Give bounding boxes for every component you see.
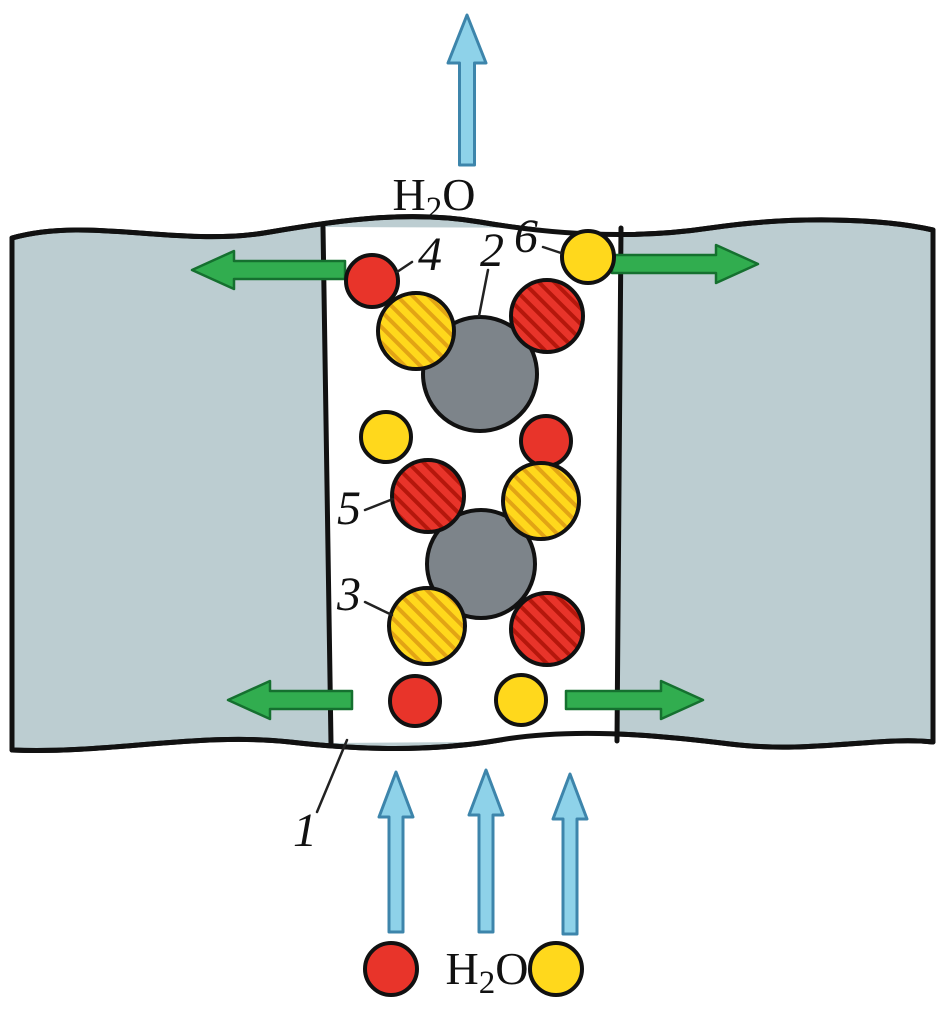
leader-line-3	[363, 600, 394, 617]
hydrated-yellow-ion	[376, 291, 456, 371]
callout-5: 5	[337, 482, 361, 535]
hydrated-red-ion	[509, 591, 585, 667]
callout-6: 6	[514, 210, 538, 263]
leader-line-4	[395, 260, 414, 274]
water-label-bottom-sub: 2	[479, 965, 496, 1001]
hydrated-red-ion	[509, 278, 585, 354]
yellow-ion	[359, 410, 413, 464]
ion-exit-arrow-bottom-left-icon	[226, 679, 354, 721]
callout-4: 4	[418, 228, 442, 281]
leader-line-6	[541, 245, 563, 255]
water-outflow-arrow-top-icon	[446, 13, 488, 167]
leader-line-5	[363, 497, 395, 512]
water-label-top-o: O	[442, 169, 475, 220]
yellow-ion	[494, 673, 548, 727]
red-ion	[363, 941, 419, 997]
particles-layer	[344, 229, 616, 997]
leader-line-2	[477, 268, 490, 318]
water-label-top-h: H	[393, 169, 426, 220]
water-label-top-sub: 2	[426, 191, 443, 227]
hydrated-red-ion	[390, 458, 466, 534]
hydrated-yellow-ion	[387, 586, 467, 666]
membrane-bottom-edge	[9, 730, 936, 753]
water-inflow-arrow-center-icon	[467, 768, 505, 934]
water-label-bottom-h: H	[446, 943, 479, 994]
water-inflow-arrow-left-icon	[377, 770, 415, 934]
red-ion	[344, 253, 400, 309]
water-label-bottom-o: O	[495, 943, 528, 994]
gray-particle	[425, 508, 537, 620]
yellow-ion	[528, 941, 584, 997]
red-ion	[388, 674, 442, 728]
water-inflow-arrow-right-icon	[551, 772, 589, 936]
water-label-top: H2O	[393, 169, 476, 227]
callout-1: 1	[293, 804, 317, 857]
ion-exit-arrow-bottom-right-icon	[564, 679, 705, 721]
callout-2: 2	[480, 224, 504, 277]
pore-wall-right	[614, 225, 624, 744]
water-label-bottom: H2O	[446, 943, 529, 1001]
hydrated-yellow-ion	[501, 461, 581, 541]
leader-line-1	[315, 738, 349, 814]
callout-3: 3	[336, 568, 361, 621]
pore-wall-left	[320, 224, 334, 746]
yellow-ion	[560, 229, 616, 285]
red-ion	[519, 414, 573, 468]
membrane-top-edge	[9, 214, 936, 241]
ion-exit-arrow-top-left-icon	[190, 249, 347, 291]
